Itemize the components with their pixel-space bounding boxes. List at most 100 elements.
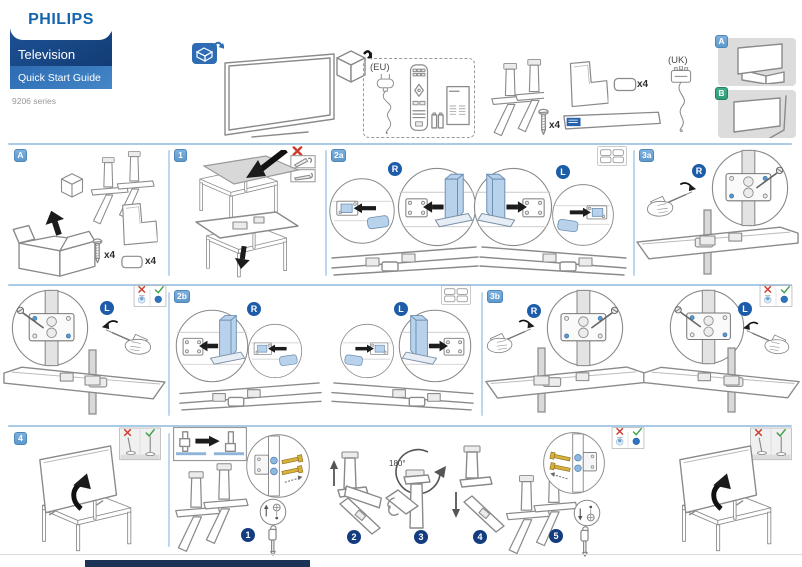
- brand-header: Television Quick Start Guide PHILIPS 920…: [10, 0, 112, 110]
- zoom-slider-detail: [246, 322, 304, 380]
- caps-count-label: x4: [145, 256, 157, 267]
- tv-edge-illustration: [330, 378, 475, 411]
- caps-count-label: x4: [637, 79, 649, 90]
- zoom-gold-screws-detail: [244, 432, 312, 500]
- tv-with-stand-bar-illustration: [3, 349, 166, 415]
- right-marker: R: [527, 304, 541, 318]
- soundbar-illustration: [562, 110, 664, 133]
- zoom-slider-detail: [327, 176, 397, 246]
- screws-count-label: x4: [104, 250, 116, 261]
- option-b-badge: B: [715, 87, 728, 100]
- remote-control-icon: [408, 64, 430, 132]
- caps-pictogram: [441, 285, 471, 305]
- screw-flush-pictogram: [133, 285, 167, 307]
- col-divider-r1b: [325, 150, 327, 276]
- substep-3-marker: 3: [414, 530, 428, 544]
- option-b-panel: B: [715, 87, 796, 138]
- accessories-box: (EU): [363, 58, 475, 138]
- substep-3-illustration: [385, 448, 446, 529]
- section-3b-badge: 3b: [487, 290, 503, 303]
- screws-count-label: x4: [549, 120, 561, 131]
- zoom-stand-detail: [472, 166, 554, 248]
- foam-block-icon: [60, 173, 84, 198]
- uk-label: (UK): [668, 55, 688, 66]
- left-marker: L: [100, 301, 114, 315]
- section-1-badge: 1: [174, 149, 187, 162]
- option-a-panel: A: [715, 35, 796, 86]
- zoom-slider-detail: [550, 182, 616, 248]
- footer-divider: [0, 554, 802, 555]
- table-with-blanket-illustration: [199, 150, 300, 220]
- manual-icon: [446, 85, 470, 127]
- zoom-slider-detail: [338, 322, 396, 380]
- rotate-180-label: 180°: [389, 459, 406, 468]
- unbox-icon: [192, 40, 224, 66]
- screw-icon: [92, 238, 103, 264]
- left-marker: L: [394, 302, 408, 316]
- stand-legs-illustration: [491, 59, 544, 137]
- tv-lift-illustration: [652, 442, 800, 552]
- row-divider-1: [8, 143, 792, 145]
- row-divider-2: [8, 284, 792, 286]
- eu-label: (EU): [370, 62, 390, 73]
- tv-with-stand-bar-illustration: [485, 347, 645, 413]
- product-title: Television: [18, 47, 76, 62]
- caps-pictogram: [597, 146, 627, 166]
- screwdriver-icon: [265, 524, 280, 556]
- row-divider-3: [8, 425, 792, 427]
- next-page-band: [85, 560, 310, 567]
- tv-wall-mount-illustration: [733, 95, 787, 138]
- guide-title: Quick Start Guide: [18, 71, 101, 84]
- foam-spacer-illustration: [116, 202, 158, 248]
- substep-1-marker: 1: [241, 528, 255, 542]
- tv-with-stand-bar-illustration: [643, 347, 800, 413]
- col-divider-r1c: [633, 150, 635, 276]
- substep-4-marker: 4: [473, 530, 487, 544]
- zoom-stand-detail: [174, 308, 250, 384]
- tv-with-stand-bar-illustration: [636, 209, 799, 275]
- section-2a-badge: 2a: [331, 149, 347, 162]
- slide-stand-pictogram: [172, 427, 248, 462]
- col-divider-r2b: [481, 292, 483, 416]
- screw-flush-pictogram: [611, 427, 645, 449]
- left-marker: L: [738, 302, 752, 316]
- right-marker: R: [247, 302, 261, 316]
- zoom-stand-detail: [396, 166, 478, 248]
- open-box-illustration: [10, 210, 102, 280]
- batteries-icon: [431, 111, 444, 130]
- section-3a-badge: 3a: [639, 149, 655, 162]
- uk-power-cord-icon: [663, 66, 699, 134]
- zoom-stand-detail: [397, 308, 473, 384]
- substep-2-marker: 2: [347, 530, 361, 544]
- right-marker: R: [388, 162, 402, 176]
- guide-band: Quick Start Guide: [10, 66, 112, 89]
- option-a-badge: A: [715, 35, 728, 48]
- philips-logo: PHILIPS: [10, 0, 112, 40]
- screwdriver-hint-icon: [258, 497, 288, 527]
- col-divider-r3a: [168, 433, 170, 547]
- tv-edge-illustration: [478, 242, 628, 276]
- tv-lift-illustration: [8, 442, 164, 552]
- tv-edge-illustration: [330, 242, 480, 276]
- cap-icon: [613, 77, 637, 92]
- substep-4-illustration: [452, 445, 505, 533]
- cap-icon: [120, 255, 144, 269]
- screwdriver-icon: [577, 525, 592, 557]
- eu-power-cord-icon: [368, 73, 404, 135]
- foam-spacer-illustration: [562, 60, 610, 110]
- tv-edge-illustration: [178, 378, 323, 411]
- tv-facedown-illustration: [195, 211, 299, 278]
- section-a-badge: A: [14, 149, 27, 162]
- left-marker: L: [556, 165, 570, 179]
- screw-flush-pictogram: [759, 285, 793, 307]
- zoom-gold-screws-detail: [541, 430, 607, 496]
- tv-panel-illustration: [222, 50, 338, 142]
- screw-icon: [538, 108, 549, 136]
- right-marker: R: [692, 164, 706, 178]
- substep-5-marker: 5: [549, 529, 563, 543]
- section-2b-badge: 2b: [174, 290, 190, 303]
- tv-on-stand-illustration: [737, 43, 785, 84]
- col-divider-r1a: [168, 150, 170, 276]
- substep-2-illustration: [330, 451, 382, 535]
